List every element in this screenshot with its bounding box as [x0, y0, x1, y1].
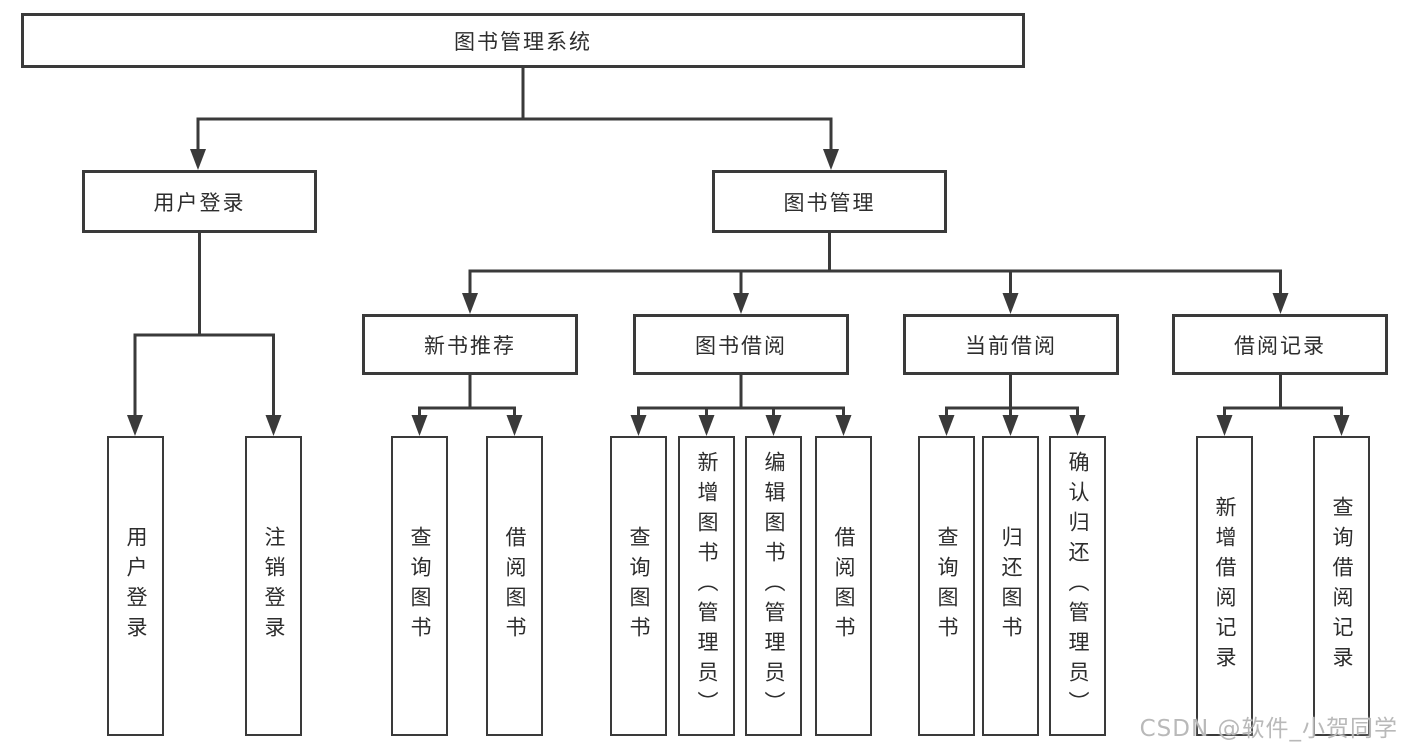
leaf-query-borrow-record: 查询借阅记录: [1313, 436, 1370, 736]
leaf-user-login: 用户登录: [107, 436, 164, 736]
arrow-icon: [265, 415, 282, 436]
arrow-icon: [127, 415, 143, 436]
leaf-logout: 注销登录: [245, 436, 302, 736]
arrow-icon: [733, 293, 749, 314]
arrow-icon: [506, 415, 523, 436]
leaf-label: 查询图书: [627, 526, 651, 646]
arrow-icon: [1002, 415, 1019, 436]
arrow-icon: [698, 415, 715, 436]
node-current-borrow: 当前借阅: [903, 314, 1119, 375]
arrow-icon: [835, 415, 852, 436]
leaf-edit-book-admin: 编辑图书（管理员）: [745, 436, 802, 736]
arrow-icon: [1069, 415, 1086, 436]
arrow-icon: [1002, 293, 1019, 314]
leaf-label: 查询图书: [408, 526, 432, 646]
leaf-label: 归还图书: [999, 526, 1023, 646]
node-library-system: 图书管理系统: [21, 13, 1025, 68]
arrow-icon: [823, 149, 839, 170]
leaf-label: 用户登录: [124, 526, 148, 646]
leaf-return-book: 归还图书: [982, 436, 1039, 736]
leaf-query-books-recommend: 查询图书: [391, 436, 448, 736]
connector-paths: [133, 66, 1343, 418]
node-book-borrow: 图书借阅: [633, 314, 849, 375]
node-new-book-recommend: 新书推荐: [362, 314, 578, 375]
leaf-borrow-books-recommend: 借阅图书: [486, 436, 543, 736]
csdn-watermark: CSDN @软件_小贺同学: [1139, 716, 1398, 742]
leaf-label: 借阅图书: [503, 526, 527, 646]
leaf-label: 查询图书: [935, 526, 959, 646]
arrow-icon: [1333, 415, 1350, 436]
leaf-label: 查询借阅记录: [1330, 496, 1354, 676]
leaf-label: 确认归还（管理员）: [1066, 451, 1090, 721]
arrow-icon: [1272, 293, 1289, 314]
leaf-label: 新增图书（管理员）: [695, 451, 719, 721]
node-book-management: 图书管理: [712, 170, 947, 233]
node-borrow-records: 借阅记录: [1172, 314, 1388, 375]
leaf-add-borrow-record: 新增借阅记录: [1196, 436, 1253, 736]
leaf-label: 借阅图书: [832, 526, 856, 646]
leaf-confirm-return-admin: 确认归还（管理员）: [1049, 436, 1106, 736]
leaf-add-book-admin: 新增图书（管理员）: [678, 436, 735, 736]
node-user-login: 用户登录: [82, 170, 317, 233]
leaf-borrow-books-borrow: 借阅图书: [815, 436, 872, 736]
leaf-query-books-borrow: 查询图书: [610, 436, 667, 736]
arrow-icon: [190, 149, 206, 170]
arrow-icon: [630, 415, 647, 436]
leaf-label: 编辑图书（管理员）: [762, 451, 786, 721]
leaf-label: 新增借阅记录: [1213, 496, 1237, 676]
arrow-icon: [938, 415, 955, 436]
arrowheads: [127, 149, 1350, 436]
leaf-label: 注销登录: [262, 526, 286, 646]
arrow-icon: [1216, 415, 1233, 436]
arrow-icon: [462, 293, 478, 314]
arrow-icon: [411, 415, 428, 436]
leaf-query-books-current: 查询图书: [918, 436, 975, 736]
arrow-icon: [765, 415, 782, 436]
